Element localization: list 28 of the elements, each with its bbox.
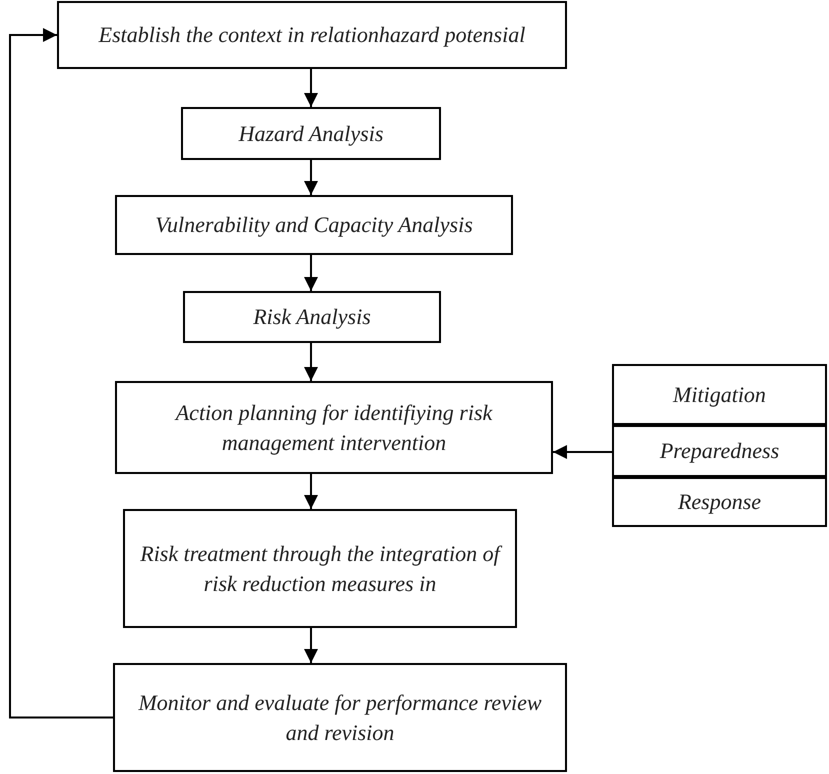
box-label: Action planning for identifiying risk management intervention <box>174 398 494 457</box>
box-label: Mitigation <box>673 380 766 409</box>
box-label: Risk treatment through the integration of risk reduction measures in <box>133 538 507 598</box>
box-label: Preparedness <box>660 437 780 465</box>
process-box <box>115 195 513 255</box>
arrow <box>304 343 318 381</box>
box-label: Hazard Analysis <box>238 120 384 148</box>
process-box <box>612 364 827 425</box>
box-label: Risk Analysis <box>253 303 371 331</box>
box-label: Response <box>678 488 762 516</box>
arrow <box>9 28 113 718</box>
process-box <box>113 663 567 772</box>
process-box <box>183 291 441 343</box>
process-box <box>57 1 567 69</box>
arrow <box>304 628 318 663</box>
process-box <box>181 107 441 160</box>
box-label: Establish the context in relationhazard potensial <box>98 21 526 49</box>
box-label: Monitor and evaluate for performance review and revision <box>137 688 543 746</box>
arrow <box>304 69 318 107</box>
box-label: Vulnerability and Capacity Analysis <box>155 211 473 239</box>
arrow <box>304 255 318 291</box>
process-box <box>612 425 827 477</box>
arrow <box>304 474 318 509</box>
arrow <box>304 160 318 195</box>
arrow <box>553 445 612 459</box>
process-box <box>115 381 553 474</box>
process-box <box>123 509 517 628</box>
process-box <box>612 477 827 527</box>
